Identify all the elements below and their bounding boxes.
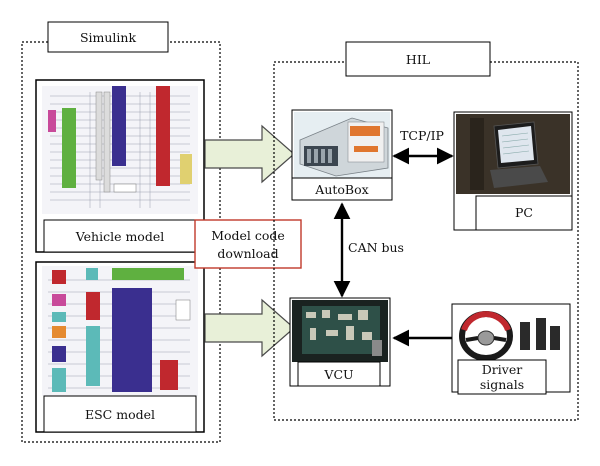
esc-model-block: ESC model [35,261,205,433]
flow-arrow-esc-to-vcu [204,298,295,358]
steering-wheel-icon [459,311,560,361]
download-line1: Model code [211,228,285,243]
vcu-block: VCU [289,297,391,387]
vehicle-model-label: Vehicle model [75,229,164,244]
driver-signals-block: Driver signals [451,303,571,395]
vehicle-model-block: Vehicle model [35,79,205,253]
vcu-label: VCU [323,367,353,382]
simulink-title: Simulink [80,30,137,45]
driver-line2: signals [480,377,524,392]
pc-block: PC [453,111,573,231]
autobox-block: AutoBox [291,109,393,201]
model-code-download-box: Model code download [194,219,302,269]
flow-arrow-vehicle-to-autobox [204,124,295,184]
hil-title-box [345,41,491,77]
can-bus-label: CAN bus [348,240,404,255]
esc-model-diagram [42,266,198,396]
tcp-ip-label: TCP/IP [400,128,444,143]
driver-line1: Driver [482,362,522,377]
autobox-label: AutoBox [314,182,368,197]
pc-label: PC [515,205,533,220]
esc-model-label: ESC model [85,407,155,422]
vehicle-model-diagram [42,86,198,214]
vcu-image [292,300,388,362]
autobox-image [294,112,390,178]
download-line2: download [217,246,278,261]
hil-title: HIL [406,52,430,67]
pc-image [456,114,570,194]
simulink-title-box [47,21,169,53]
